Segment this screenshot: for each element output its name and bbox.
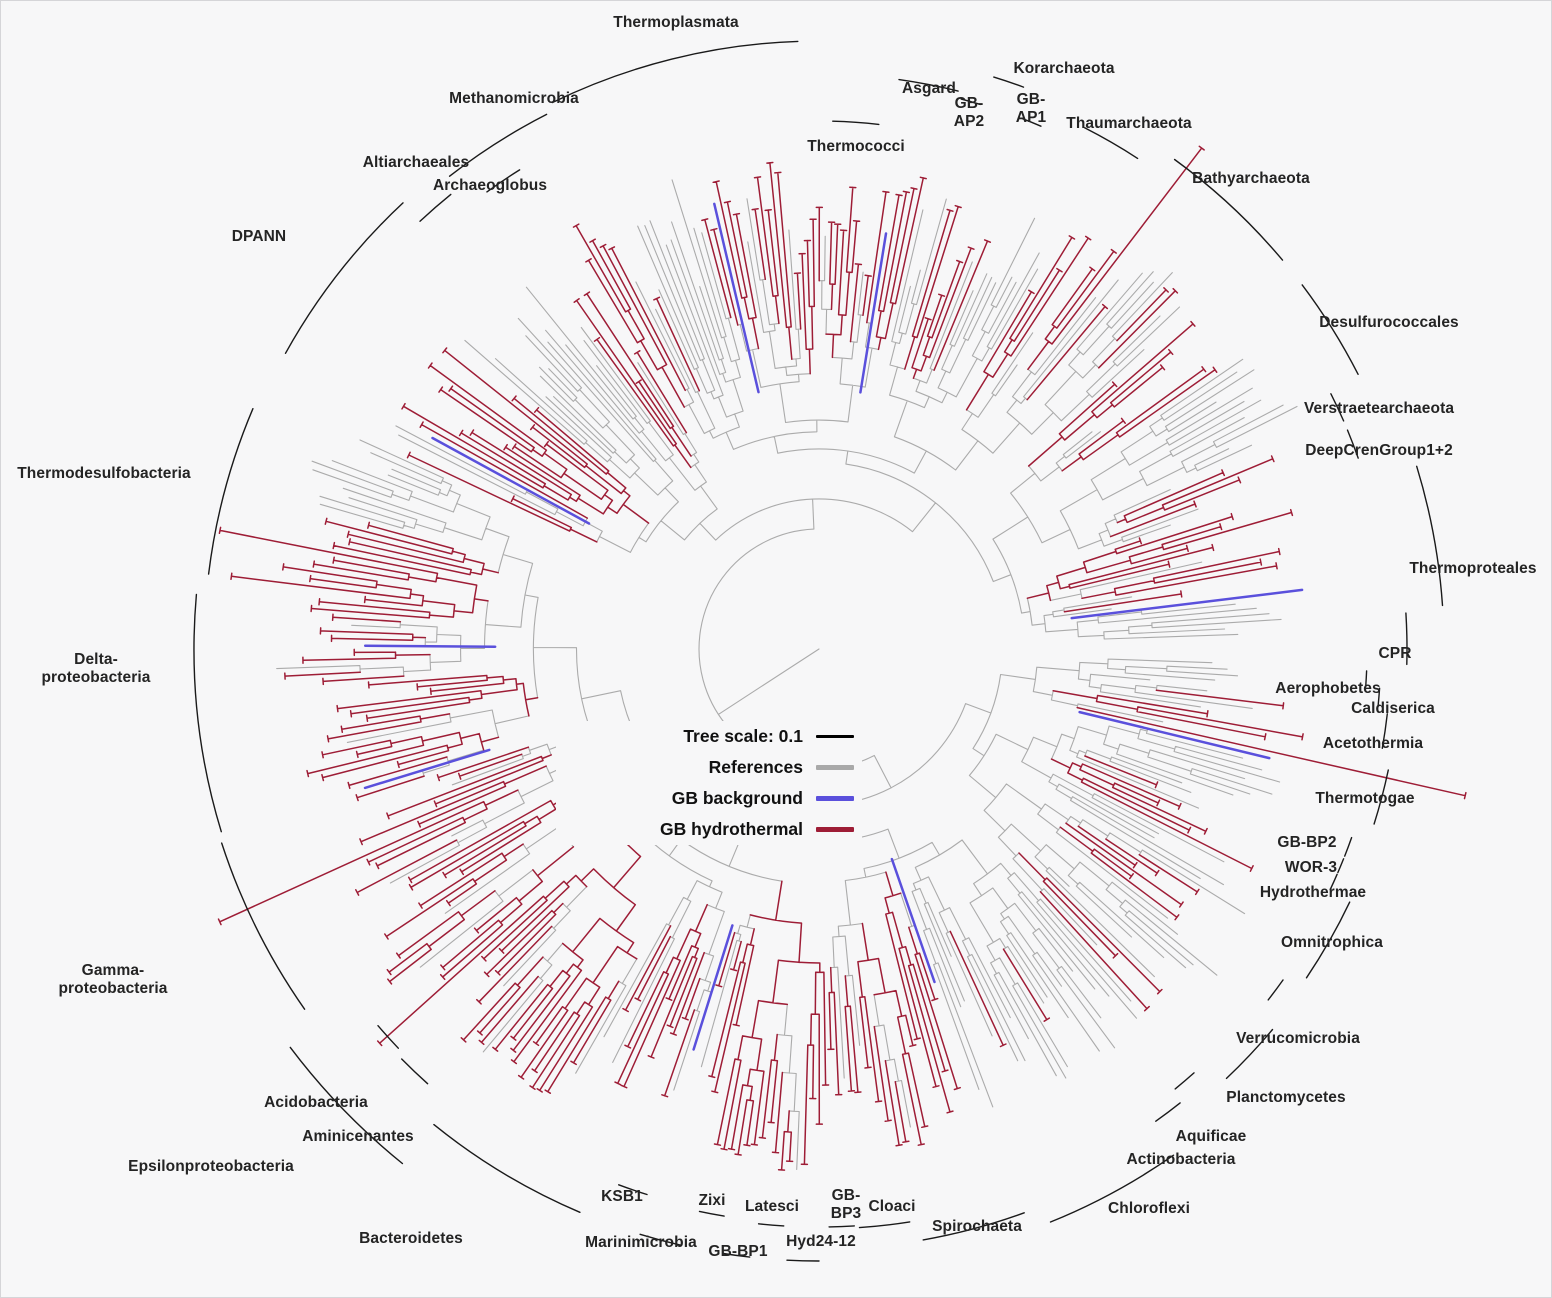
clade-label-gb-bp1: GB-BP1: [708, 1243, 768, 1261]
legend-item: References: [564, 757, 854, 778]
clade-label-gb-bp2: GB-BP2: [1277, 834, 1337, 852]
gb-background-branches: [363, 202, 1304, 1051]
legend-label: References: [708, 757, 803, 777]
clade-label-methanomicrobia: Methanomicrobia: [449, 90, 579, 108]
clade-label-archaeoglobus: Archaeoglobus: [432, 177, 548, 195]
clade-label-wor-3: WOR-3: [1284, 859, 1338, 877]
clade-label-gb-ap2: GB- AP2: [953, 95, 985, 130]
clade-label-dpann: DPANN: [231, 228, 287, 246]
clade-label-thaumarchaeota: Thaumarchaeota: [1066, 115, 1192, 133]
clade-label-cloaci: Cloaci: [868, 1198, 916, 1216]
clade-label-omnitrophica: Omnitrophica: [1281, 934, 1383, 952]
clade-label-verrucomicrobia: Verrucomicrobia: [1236, 1030, 1360, 1048]
clade-label-hyd24-12: Hyd24-12: [786, 1233, 856, 1251]
clade-label-acidobacteria: Acidobacteria: [264, 1094, 368, 1112]
clade-label-latesci: Latesci: [744, 1198, 800, 1216]
clade-label-desulfurococcales: Desulfurococcales: [1319, 314, 1459, 332]
legend-item: Tree scale: 0.1: [564, 726, 854, 747]
clade-label-altiarchaeales: Altiarchaeales: [362, 154, 470, 172]
legend-color-swatch: [816, 765, 854, 770]
clade-label-caldiserica: Caldiserica: [1351, 700, 1435, 718]
clade-label-deepcrengroup1-2: DeepCrenGroup1+2: [1305, 442, 1453, 460]
clade-label-thermococci: Thermococci: [807, 138, 905, 156]
legend-color-swatch: [816, 796, 854, 801]
reference-branches: [276, 179, 1298, 1171]
clade-label-acetothermia: Acetothermia: [1322, 735, 1424, 753]
clade-label-planctomycetes: Planctomycetes: [1226, 1089, 1346, 1107]
clade-label-delta-proteobacteria: Delta- proteobacteria: [41, 651, 151, 686]
clade-label-spirochaeta: Spirochaeta: [932, 1218, 1022, 1236]
legend-item: GB hydrothermal: [564, 819, 854, 840]
clade-label-aquificae: Aquificae: [1175, 1128, 1247, 1146]
clade-label-aerophobetes: Aerophobetes: [1275, 680, 1381, 698]
clade-label-epsilonproteobacteria: Epsilonproteobacteria: [128, 1158, 294, 1176]
clade-label-gb-ap1: GB- AP1: [1015, 91, 1047, 126]
clade-label-zixi: Zixi: [698, 1192, 726, 1210]
clade-label-bacteroidetes: Bacteroidetes: [359, 1230, 463, 1248]
clade-label-ksb1: KSB1: [601, 1188, 643, 1206]
clade-label-hydrothermae: Hydrothermae: [1259, 884, 1367, 902]
legend-label: Tree scale: 0.1: [683, 726, 803, 746]
clade-label-korarchaeota: Korarchaeota: [1013, 60, 1115, 78]
clade-label-bathyarchaeota: Bathyarchaeota: [1192, 170, 1310, 188]
clade-label-gb-bp3: GB- BP3: [830, 1187, 862, 1222]
clade-label-gamma-proteobacteria: Gamma- proteobacteria: [58, 962, 168, 997]
gb-hydrothermal-branches: [217, 145, 1467, 1171]
clade-label-thermoproteales: Thermoproteales: [1409, 560, 1537, 578]
clade-label-chloroflexi: Chloroflexi: [1107, 1200, 1191, 1218]
legend-item: GB background: [564, 788, 854, 809]
legend-color-swatch: [816, 827, 854, 832]
clade-label-verstraetearchaeota: Verstraetearchaeota: [1303, 400, 1455, 418]
tree-scale-bar: [816, 735, 854, 738]
clade-brackets: [193, 40, 1444, 1262]
clade-label-actinobacteria: Actinobacteria: [1126, 1151, 1236, 1169]
clade-label-aminicenantes: Aminicenantes: [302, 1128, 414, 1146]
clade-label-thermodesulfobacteria: Thermodesulfobacteria: [17, 465, 191, 483]
clade-label-asgard: Asgard: [901, 80, 957, 98]
clade-label-marinimicrobia: Marinimicrobia: [585, 1234, 697, 1252]
clade-label-thermoplasmata: Thermoplasmata: [613, 14, 739, 32]
legend-label: GB hydrothermal: [660, 819, 803, 839]
legend-label: GB background: [671, 788, 803, 808]
clade-label-cpr: CPR: [1378, 645, 1412, 663]
clade-label-thermotogae: Thermotogae: [1315, 790, 1415, 808]
